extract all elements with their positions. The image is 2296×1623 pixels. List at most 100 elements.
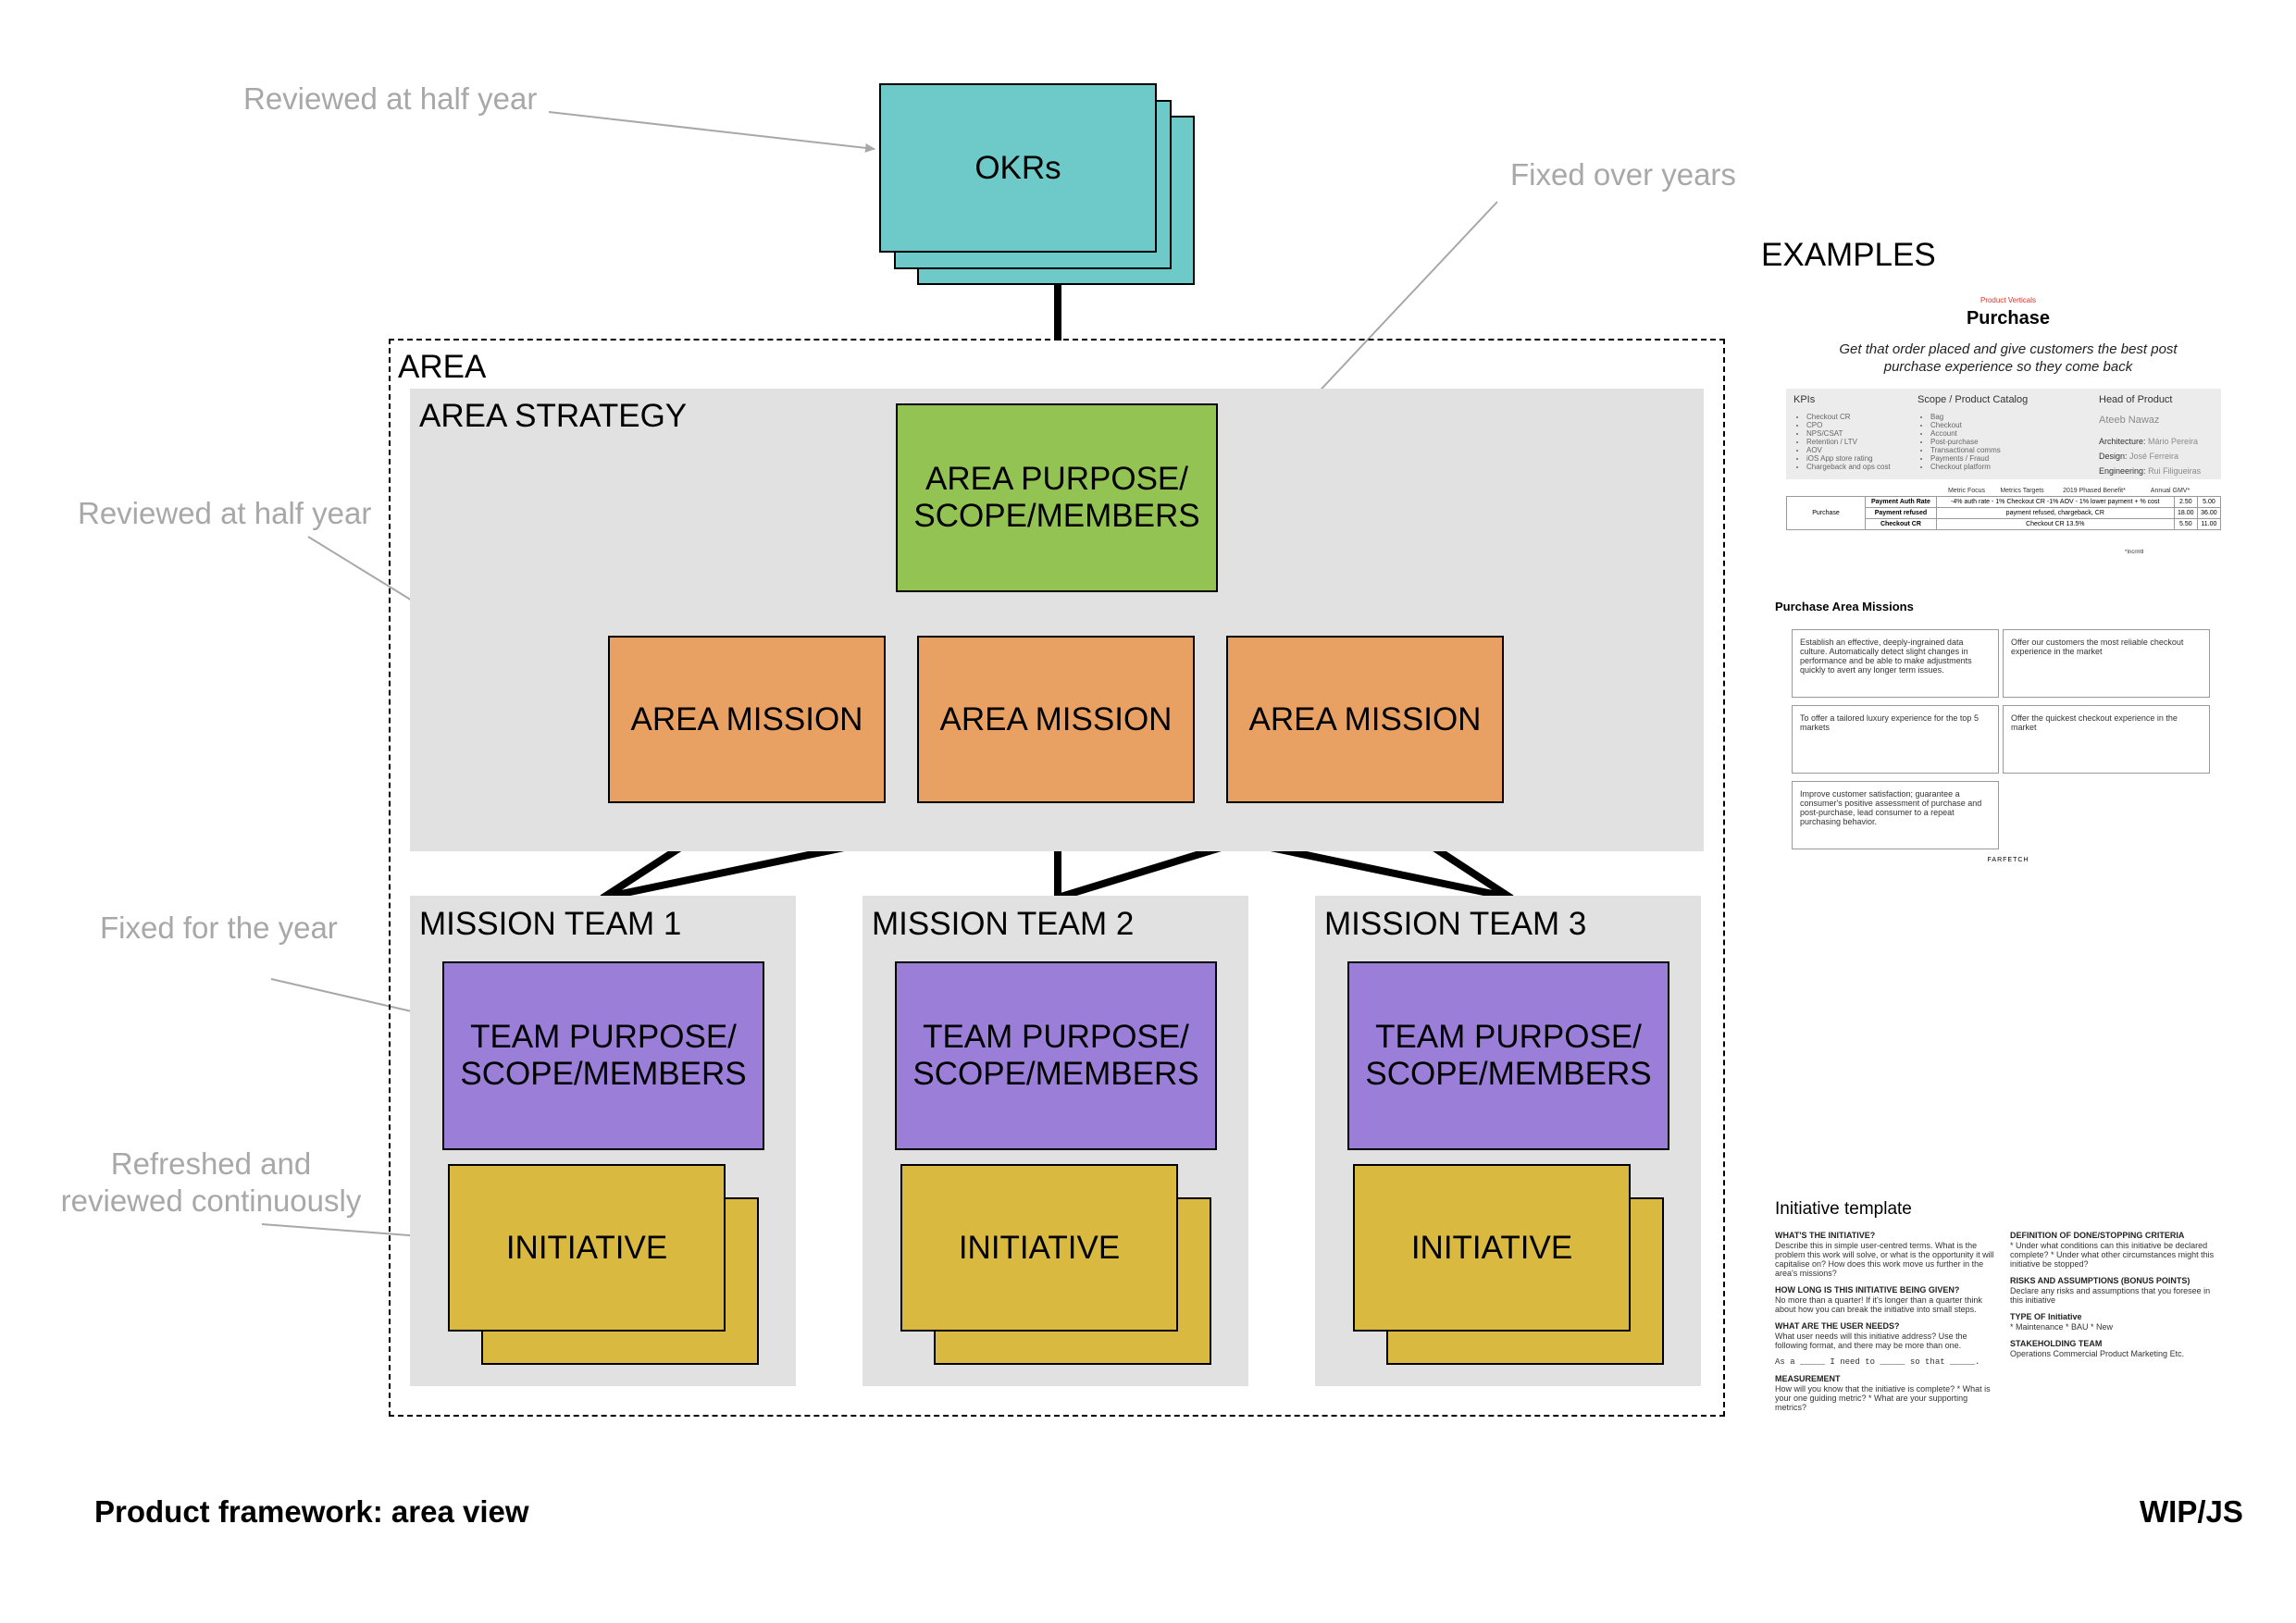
- area-container: [389, 339, 1725, 1417]
- example-title: Purchase: [1966, 308, 2051, 328]
- kpi-item: Checkout CR: [1806, 413, 1891, 421]
- example-metrics-table: Purchase Payment Auth Rate -4% auth rate…: [1786, 496, 2222, 530]
- scope-item: Bag: [1930, 413, 2001, 421]
- table-header-targets: Metrics Targets: [2000, 488, 2044, 494]
- table-header-metric: Metric Focus: [1947, 488, 1986, 494]
- team-purpose-line1: TEAM PURPOSE/: [1375, 1019, 1642, 1055]
- template-heading: TYPE OF Initiative: [2010, 1312, 2082, 1321]
- table-header-benefit: 2019 Phased Benefit*: [2063, 488, 2126, 494]
- initiative-template-title: Initiative template: [1775, 1199, 1912, 1219]
- example-mission-card: Establish an effective, deeply-ingrained…: [1792, 629, 1999, 698]
- initiative-label: INITIATIVE: [958, 1229, 1121, 1266]
- table-cell: 36.00: [2196, 507, 2222, 519]
- initiative-template-right: DEFINITION OF DONE/STOPPING CRITERIA * U…: [2010, 1231, 2223, 1358]
- example-mission-card: Improve customer satisfaction; guarantee…: [1792, 781, 1999, 849]
- area-mission-box: AREA MISSION: [608, 636, 886, 803]
- template-user-story: As a _____ I need to _____ so that _____…: [1775, 1357, 1980, 1367]
- template-text: Declare any risks and assumptions that y…: [2010, 1286, 2211, 1305]
- kpi-item: AOV: [1806, 446, 1891, 454]
- footer-title: Product framework: area view: [94, 1494, 529, 1529]
- area-purpose-line1: AREA PURPOSE/: [925, 461, 1188, 497]
- template-heading: DEFINITION OF DONE/STOPPING CRITERIA: [2010, 1231, 2185, 1240]
- team-purpose-line1: TEAM PURPOSE/: [923, 1019, 1189, 1055]
- design-label: Design:: [2099, 452, 2128, 461]
- template-text: No more than a quarter! If it's longer t…: [1775, 1295, 1982, 1314]
- note-okr-review: Reviewed at half year: [243, 81, 538, 116]
- team-purpose-line2: SCOPE/MEMBERS: [460, 1056, 747, 1092]
- template-text: * Under what conditions can this initiat…: [2010, 1241, 2215, 1269]
- template-heading: RISKS AND ASSUMPTIONS (BONUS POINTS): [2010, 1276, 2191, 1285]
- brand-logo: FARFETCH: [1987, 857, 2029, 863]
- team-purpose-box: TEAM PURPOSE/ SCOPE/MEMBERS: [895, 961, 1217, 1150]
- scope-item: Post-purchase: [1930, 438, 2001, 446]
- kpi-item: Retention / LTV: [1806, 438, 1891, 446]
- design-row: Design: José Ferreira: [2099, 452, 2178, 461]
- architecture-label: Architecture:: [2099, 437, 2146, 446]
- engineering-name: Rui Filigueiras: [2148, 466, 2202, 476]
- kpi-item: CPO: [1806, 421, 1891, 429]
- area-purpose-box: AREA PURPOSE/ SCOPE/MEMBERS: [896, 403, 1218, 592]
- kpi-item: iOS App store rating: [1806, 454, 1891, 463]
- template-heading: MEASUREMENT: [1775, 1374, 1841, 1383]
- note-fixed-year: Fixed for the year: [100, 911, 338, 945]
- table-cell: Payment Auth Rate: [1865, 496, 1937, 508]
- team-purpose-box: TEAM PURPOSE/ SCOPE/MEMBERS: [442, 961, 764, 1150]
- table-cell: Checkout CR 13.5%: [1935, 518, 2175, 530]
- head-name: Ateeb Nawaz: [2099, 415, 2160, 426]
- template-text: What user needs will this initiative add…: [1775, 1332, 1967, 1350]
- example-mission-card: To offer a tailored luxury experience fo…: [1792, 705, 1999, 774]
- footer-credit: WIP/JS: [2140, 1494, 2243, 1529]
- table-cell: Checkout CR: [1865, 518, 1937, 530]
- table-footnote: *Incrmtl: [2125, 550, 2144, 555]
- template-text: Describe this in simple user-centred ter…: [1775, 1241, 1994, 1278]
- table-cell: -4% auth rate - 1% Checkout CR -1% AOV -…: [1935, 496, 2175, 508]
- architecture-row: Architecture: Mário Pereira: [2099, 437, 2198, 446]
- examples-heading: EXAMPLES: [1761, 237, 1936, 273]
- kpi-item: Chargeback and ops cost: [1806, 463, 1891, 471]
- engineering-label: Engineering:: [2099, 466, 2146, 476]
- area-mission-label: AREA MISSION: [939, 700, 1173, 737]
- scope-item: Payments / Fraud: [1930, 454, 2001, 463]
- template-heading: WHAT ARE THE USER NEEDS?: [1775, 1321, 1900, 1331]
- table-cell: Payment refused: [1865, 507, 1937, 519]
- kpi-item: NPS/CSAT: [1806, 429, 1891, 438]
- scope-item: Transactional comms: [1930, 446, 2001, 454]
- template-text: * Maintenance * BAU * New: [2010, 1322, 2114, 1332]
- note-refreshed-line2: reviewed continuously: [60, 1183, 362, 1218]
- example-tagline-line1: Get that order placed and give customers…: [1839, 341, 2178, 357]
- table-cell: payment refused, chargeback, CR: [1935, 507, 2175, 519]
- okr-label: OKRs: [974, 149, 1061, 186]
- template-heading: HOW LONG IS THIS INITIATIVE BEING GIVEN?: [1775, 1285, 1960, 1295]
- area-label: AREA: [398, 349, 487, 385]
- team-purpose-box: TEAM PURPOSE/ SCOPE/MEMBERS: [1347, 961, 1669, 1150]
- head-label: Head of Product: [2099, 394, 2173, 405]
- area-purpose-line2: SCOPE/MEMBERS: [913, 498, 1200, 534]
- scope-item: Checkout platform: [1930, 463, 2001, 471]
- scope-item: Account: [1930, 429, 2001, 438]
- architecture-name: Mário Pereira: [2148, 437, 2199, 446]
- table-cell: 5.50: [2173, 518, 2198, 530]
- example-kicker: Product Verticals: [1980, 296, 2037, 304]
- initiative-card: INITIATIVE: [900, 1164, 1178, 1332]
- template-text: Operations Commercial Product Marketing …: [2010, 1349, 2185, 1358]
- okr-card: OKRs: [879, 83, 1157, 253]
- kpi-list: Checkout CR CPO NPS/CSAT Retention / LTV…: [1793, 413, 1891, 471]
- mission-team-label: MISSION TEAM 1: [419, 906, 682, 942]
- table-cell: 18.00: [2173, 507, 2198, 519]
- area-mission-label: AREA MISSION: [630, 700, 863, 737]
- table-cell: 11.00: [2196, 518, 2222, 530]
- engineering-row: Engineering: Rui Filigueiras: [2099, 466, 2201, 476]
- mission-team-label: MISSION TEAM 2: [872, 906, 1135, 942]
- area-mission-box: AREA MISSION: [1226, 636, 1504, 803]
- design-name: José Ferreira: [2129, 452, 2179, 461]
- area-mission-label: AREA MISSION: [1248, 700, 1482, 737]
- scope-label: Scope / Product Catalog: [1917, 394, 2029, 405]
- initiative-template-left: WHAT'S THE INITIATIVE? Describe this in …: [1775, 1231, 1997, 1412]
- initiative-card: INITIATIVE: [448, 1164, 726, 1332]
- initiative-label: INITIATIVE: [1410, 1229, 1573, 1266]
- area-strategy-label: AREA STRATEGY: [419, 398, 688, 434]
- table-row-label: Purchase: [1786, 496, 1866, 530]
- team-purpose-line2: SCOPE/MEMBERS: [1365, 1056, 1652, 1092]
- table-cell: 5.00: [2196, 496, 2222, 508]
- missions-title: Purchase Area Missions: [1775, 600, 1914, 613]
